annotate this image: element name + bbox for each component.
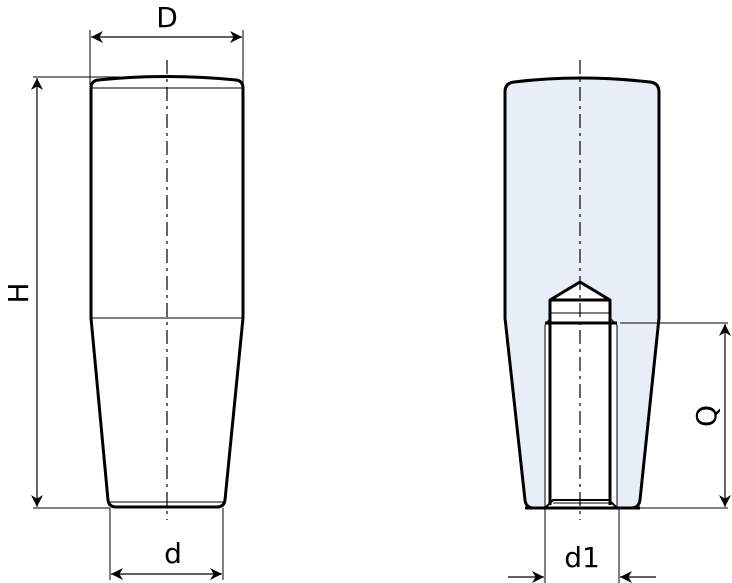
label-d1: d1 bbox=[564, 541, 600, 574]
label-d: d bbox=[164, 537, 182, 570]
section-view: Q d1 bbox=[503, 60, 731, 583]
dimension-D: D bbox=[89, 1, 244, 85]
handle-outline bbox=[89, 75, 245, 509]
dimension-d1: d1 bbox=[508, 508, 656, 583]
dimension-H: H bbox=[2, 76, 120, 509]
label-Q: Q bbox=[690, 405, 723, 427]
label-H: H bbox=[2, 282, 35, 303]
exterior-view: D H d bbox=[2, 1, 245, 580]
threaded-bore bbox=[545, 282, 617, 508]
dimension-d: d bbox=[109, 508, 224, 580]
bore-drill-tip bbox=[548, 280, 612, 302]
label-D: D bbox=[156, 1, 178, 34]
dimension-Q: Q bbox=[620, 322, 731, 509]
